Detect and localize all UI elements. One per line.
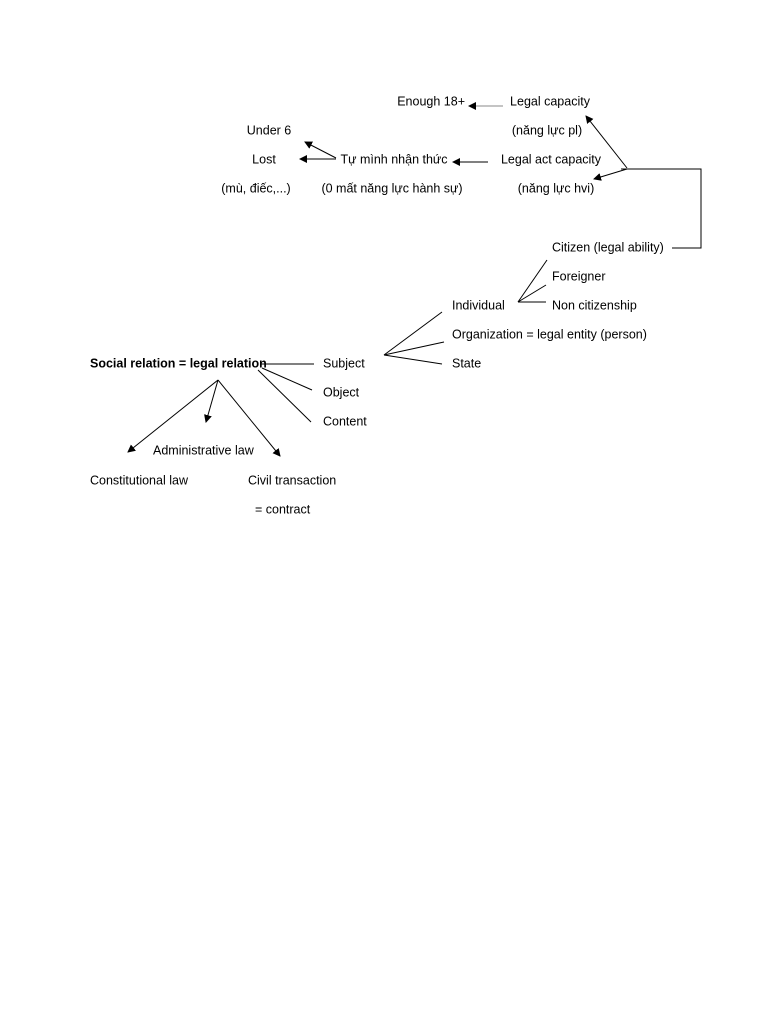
line-subject-individual [383, 311, 443, 356]
line-root-content [257, 369, 312, 423]
lost-examples-label: (mù, điếc,...) [221, 181, 291, 196]
subject-label: Subject [323, 356, 365, 371]
line-individual-citizen [517, 259, 548, 303]
line-subject-state [383, 354, 443, 365]
constitutional-law-label: Constitutional law [90, 473, 188, 488]
arrow-legal-capacity [585, 115, 628, 169]
root-node-label: Social relation = legal relation [90, 356, 267, 371]
citizen-label: Citizen (legal ability) [552, 240, 664, 255]
legal-capacity-label: Legal capacity [510, 94, 590, 109]
arrow-civil [217, 379, 281, 457]
object-label: Object [323, 385, 360, 400]
legal-act-capacity-label: Legal act capacity [500, 152, 602, 167]
line-root-object [261, 367, 313, 391]
arrow-under6 [304, 141, 337, 159]
organization-label: Organization = legal entity (person) [452, 327, 647, 342]
arrow-administrative [204, 379, 219, 423]
individual-label: Individual [452, 298, 505, 313]
no-capacity-label: (0 mất năng lực hành sự) [321, 181, 463, 196]
legal-act-capacity-vi-label: (năng lực hvi) [517, 181, 595, 196]
under-6-label: Under 6 [246, 123, 292, 138]
arrow-act-capacity [593, 168, 628, 181]
arrow-constitutional [127, 379, 219, 453]
line-individual-foreigner [517, 284, 547, 303]
enough-18-label: Enough 18+ [397, 94, 465, 109]
self-aware-label: Tự mình nhận thức [340, 152, 448, 167]
administrative-law-label: Administrative law [153, 443, 254, 458]
civil-transaction-label: Civil transaction [248, 473, 337, 488]
content-label: Content [323, 414, 367, 429]
legal-capacity-vi-label: (năng lực pl) [511, 123, 583, 138]
line-citizen-bracket [621, 168, 702, 249]
line-subject-organization [383, 341, 445, 356]
state-label: State [452, 356, 482, 371]
non-citizenship-label: Non citizenship [552, 298, 637, 313]
lost-label: Lost [252, 152, 276, 167]
civil-contract-note: = contract [255, 502, 311, 517]
foreigner-label: Foreigner [552, 269, 606, 284]
